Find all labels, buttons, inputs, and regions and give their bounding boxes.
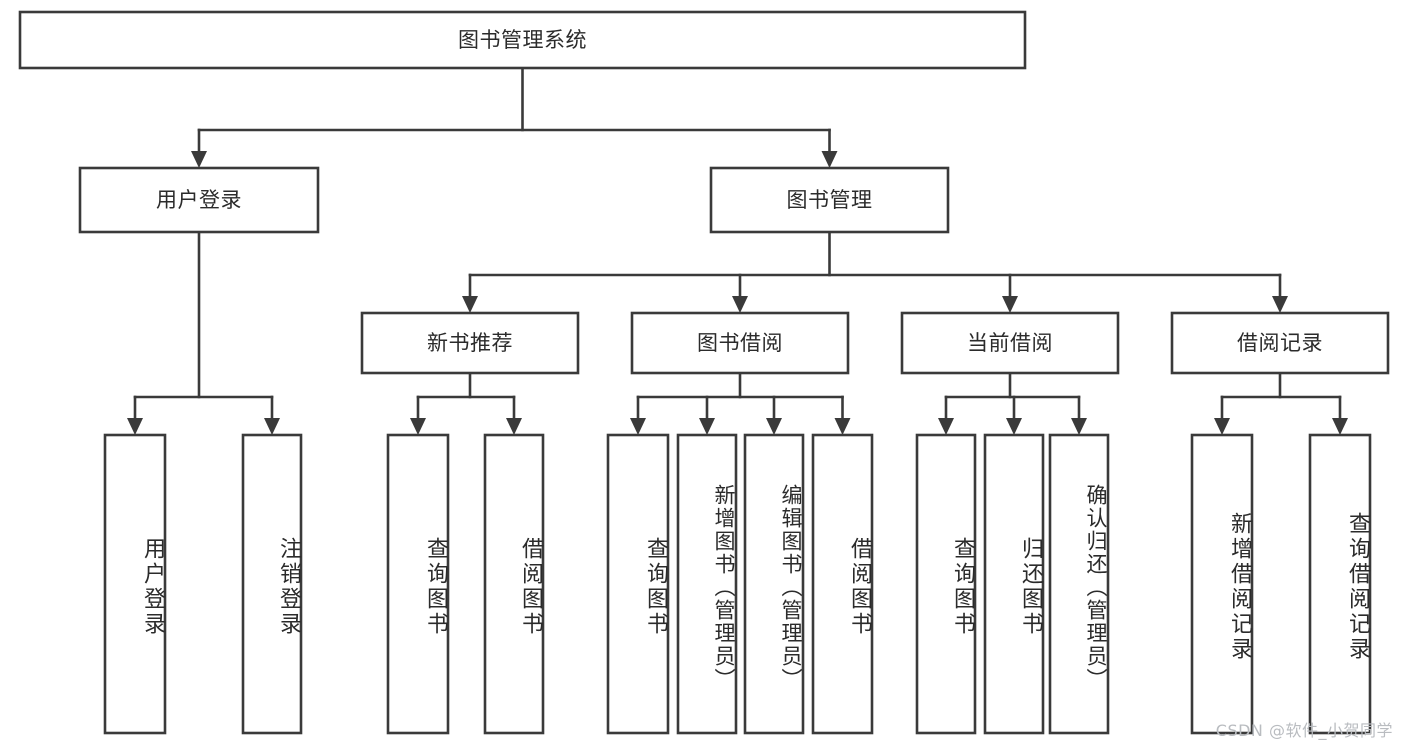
arrow-head-icon xyxy=(766,418,782,435)
node-box-leaf-query-book-cur[interactable] xyxy=(915,433,977,735)
node-box-book-manage[interactable] xyxy=(709,166,950,234)
edge-group-book-manage xyxy=(462,230,1288,313)
arrow-head-icon xyxy=(1272,296,1288,313)
boxes-layer xyxy=(18,10,1390,735)
node-box-leaf-borrow-book[interactable] xyxy=(811,433,874,735)
arrow-head-icon xyxy=(821,151,838,168)
node-box-book-borrow[interactable] xyxy=(630,311,850,375)
arrow-head-icon xyxy=(1002,296,1018,313)
arrow-head-icon xyxy=(1071,418,1087,435)
edge-group-borrow-record xyxy=(1214,371,1348,435)
edge-group-book-borrow xyxy=(630,371,851,435)
node-box-leaf-borrow-book-rec[interactable] xyxy=(483,433,545,735)
node-box-leaf-add-book[interactable] xyxy=(676,433,738,735)
node-box-leaf-confirm-return[interactable] xyxy=(1048,433,1110,735)
arrow-head-icon xyxy=(732,296,748,313)
arrow-head-icon xyxy=(410,418,426,435)
arrow-head-icon xyxy=(264,418,280,435)
node-box-leaf-query-book-rec[interactable] xyxy=(386,433,450,735)
node-box-leaf-query-book-borrow[interactable] xyxy=(606,433,670,735)
node-box-leaf-query-record[interactable] xyxy=(1308,433,1372,735)
watermark-text: CSDN @软件_小贺同学 xyxy=(1215,721,1393,740)
node-box-current-borrow[interactable] xyxy=(900,311,1120,375)
arrow-head-icon xyxy=(699,418,715,435)
node-box-new-book-recommend[interactable] xyxy=(360,311,580,375)
arrow-head-icon xyxy=(1214,418,1230,435)
node-box-leaf-user-logout[interactable] xyxy=(241,433,303,735)
arrow-head-icon xyxy=(1332,418,1348,435)
edge-group-user-login xyxy=(127,230,280,435)
arrow-head-icon xyxy=(630,418,646,435)
edge-group-current-borrow xyxy=(938,371,1087,435)
node-box-leaf-user-login[interactable] xyxy=(103,433,167,735)
arrow-head-icon xyxy=(462,296,478,313)
node-box-root[interactable] xyxy=(18,10,1027,70)
edges-layer xyxy=(127,66,1348,435)
arrow-head-icon xyxy=(191,151,207,168)
node-box-borrow-record[interactable] xyxy=(1170,311,1390,375)
edge-group-new-book-recommend xyxy=(410,371,522,435)
node-box-leaf-return-book[interactable] xyxy=(983,433,1045,735)
arrow-head-icon xyxy=(506,418,522,435)
arrow-head-icon xyxy=(127,418,143,435)
node-box-leaf-add-record[interactable] xyxy=(1190,433,1254,735)
arrow-head-icon xyxy=(938,418,954,435)
arrow-head-icon xyxy=(1006,418,1022,435)
node-box-leaf-edit-book[interactable] xyxy=(743,433,805,735)
arrow-head-icon xyxy=(834,418,851,435)
edge-group-root xyxy=(191,66,838,168)
node-box-user-login[interactable] xyxy=(78,166,320,234)
